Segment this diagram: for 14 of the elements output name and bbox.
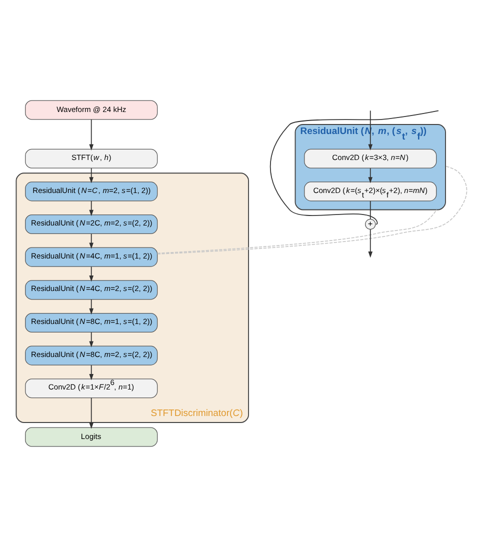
connector [156, 208, 438, 254]
arrow [368, 228, 373, 258]
arrow [89, 331, 94, 347]
arrow [89, 266, 94, 282]
arrow [89, 397, 94, 428]
arrow [89, 232, 94, 248]
arrow [89, 200, 94, 216]
arrow [89, 167, 94, 183]
connector [156, 165, 468, 254]
connector [370, 200, 371, 220]
arrow [89, 118, 94, 150]
arrow [368, 167, 373, 183]
arrow [89, 298, 94, 314]
arrow [89, 364, 94, 380]
